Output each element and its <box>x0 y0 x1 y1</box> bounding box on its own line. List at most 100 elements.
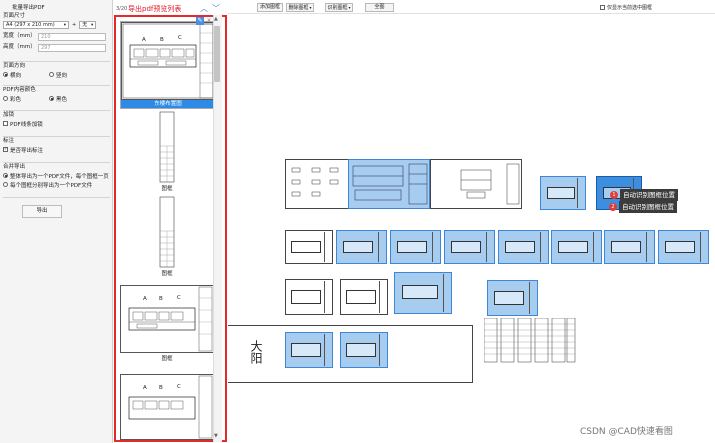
radio-checked-icon <box>3 72 8 77</box>
pdf-preview-list[interactable]: A B C 东楼布置图 图框 图框 <box>114 15 227 442</box>
plan-outline <box>291 241 321 253</box>
frame[interactable] <box>340 279 388 315</box>
merge-each-radio[interactable]: 每个图框分别导出为一个PDF文件 <box>3 181 92 189</box>
chevron-down-icon[interactable]: ﹀ <box>212 4 220 13</box>
radio-icon <box>3 96 8 101</box>
edit-icon[interactable]: ✎ <box>196 17 204 25</box>
auto-detect-tooltip-2: 自动识别图框位置 <box>619 201 677 213</box>
delete-frame-label: 删除图框 <box>288 5 309 11</box>
chevron-down-icon: ▾ <box>90 22 94 28</box>
thumb-item[interactable]: 图框 <box>120 110 214 194</box>
annotation-option-label: 是否导出标注 <box>10 147 44 154</box>
delete-frame-button[interactable]: 删除图框▾ <box>286 3 314 12</box>
frame[interactable] <box>285 332 333 368</box>
title-block <box>379 334 386 366</box>
paper-size-value: A4 (297 x 210 mm) <box>6 21 55 28</box>
orientation-portrait-radio[interactable]: 竖向 <box>49 71 67 79</box>
toolbar: 添加图框 删除图框▾ 识别图框▾ 全图 仅显示当前选中图框 <box>228 0 715 14</box>
color-section: PDF内容颜色 彩色 黑色 <box>3 87 110 103</box>
frame[interactable] <box>444 230 495 264</box>
frame[interactable] <box>487 280 538 316</box>
only-selected-label: 仅显示当前选中图框 <box>607 5 653 11</box>
thumb-item[interactable]: A B C 东楼布置图 <box>120 21 215 109</box>
export-button[interactable]: 导出 <box>22 205 62 218</box>
title-block <box>593 232 600 262</box>
scroll-down-icon[interactable]: ▼ <box>214 433 218 439</box>
radio-checked-icon <box>3 173 8 178</box>
plan-letter-c: C <box>177 384 181 390</box>
page-counter: 3/20 <box>116 6 128 12</box>
width-input[interactable]: 210 <box>38 32 106 41</box>
encrypt-option-label: PDF线条加锁 <box>10 121 43 128</box>
thumb-item[interactable]: A B C <box>120 374 214 440</box>
detect-frame-button[interactable]: 识别图框▾ <box>325 3 353 12</box>
thumb-caption: 图框 <box>161 356 173 362</box>
title-block <box>443 274 450 312</box>
plan-outline <box>346 343 376 357</box>
encrypt-section: 加锁 PDF线条加锁 <box>3 112 110 128</box>
frame[interactable] <box>604 230 655 264</box>
title-block <box>379 281 386 313</box>
delete-icon[interactable]: ✕ <box>206 17 212 24</box>
frame[interactable] <box>430 159 522 209</box>
fit-all-button[interactable]: 全图 <box>365 3 394 12</box>
title-block <box>577 178 584 208</box>
schedule-tables <box>484 318 576 363</box>
frame[interactable] <box>285 159 350 209</box>
thumb-caption: 东楼布置图 <box>121 100 215 108</box>
merge-all-label: 整体导出为一个PDF文件，每个图框一页 <box>10 173 109 180</box>
height-label: 高度（mm） <box>3 44 36 50</box>
thumb-item[interactable]: 图框 <box>120 195 214 279</box>
annotation-checkbox[interactable]: ✓ 是否导出标注 <box>3 146 43 154</box>
merge-all-radio[interactable]: 整体导出为一个PDF文件，每个图框一页 <box>3 172 109 180</box>
frame-selected[interactable] <box>348 159 430 209</box>
frame[interactable] <box>285 230 333 264</box>
preview-list-caption: 导出pdf预览列表 <box>128 5 182 13</box>
color-black-radio[interactable]: 黑色 <box>49 95 67 103</box>
color-color-radio[interactable]: 彩色 <box>3 95 21 103</box>
plan-letter-c: C <box>177 295 181 301</box>
frame[interactable] <box>285 279 333 315</box>
scrollbar-track[interactable] <box>213 15 222 442</box>
only-selected-checkbox[interactable]: 仅显示当前选中图框 <box>600 4 652 11</box>
frame[interactable] <box>658 230 709 264</box>
orientation-portrait-label: 竖向 <box>56 72 68 79</box>
height-input[interactable]: 297 <box>38 43 106 52</box>
title-block <box>540 232 547 262</box>
paper-extra-select[interactable]: 无 ▾ <box>79 20 97 29</box>
add-frame-button[interactable]: 添加图框 <box>257 3 283 12</box>
chevron-up-icon[interactable]: ︿ <box>200 4 208 13</box>
frame[interactable] <box>340 332 388 368</box>
orientation-landscape-radio[interactable]: 横向 <box>3 71 21 79</box>
thumb-page <box>120 110 214 184</box>
scroll-up-icon[interactable]: ▲ <box>214 16 218 22</box>
drawing-canvas[interactable]: 大阳 1 自动识别图框位置 2 自动识别图框位置 <box>228 14 715 443</box>
merge-section: 合并导出 整体导出为一个PDF文件，每个图框一页 每个图框分别导出为一个PDF文… <box>3 164 110 189</box>
detect-frame-label: 识别图框 <box>327 5 348 11</box>
plan-letter-b: B <box>159 385 163 391</box>
encrypt-checkbox[interactable]: PDF线条加锁 <box>3 120 43 128</box>
frame[interactable] <box>394 272 452 314</box>
encrypt-label: 加锁 <box>3 112 15 118</box>
scrollbar-thumb[interactable] <box>214 26 220 82</box>
thumb-item[interactable]: A B C 图框 <box>120 285 214 369</box>
width-label: 宽度（mm） <box>3 33 36 39</box>
frame[interactable] <box>390 230 441 264</box>
panel-title: 批量导出PDF <box>12 5 45 11</box>
plan-outline <box>291 343 321 357</box>
frame[interactable] <box>551 230 602 264</box>
frame[interactable] <box>498 230 549 264</box>
color-color-label: 彩色 <box>10 96 22 103</box>
paper-size-select[interactable]: A4 (297 x 210 mm) ▾ <box>3 20 69 29</box>
orientation-landscape-label: 横向 <box>10 72 22 79</box>
watermark: CSDN @CAD快速看图 <box>580 427 673 437</box>
auto-detect-tooltip-1: 自动识别图框位置 <box>620 189 678 201</box>
radio-icon <box>3 182 8 187</box>
export-settings-panel: 批量导出PDF 页面尺寸 A4 (297 x 210 mm) ▾ + 无 ▾ 宽… <box>0 0 113 443</box>
thumb-page: A B C <box>121 22 215 100</box>
add-frame-label: 添加图框 <box>259 4 280 10</box>
frame[interactable] <box>336 230 387 264</box>
frame[interactable] <box>540 176 586 210</box>
radio-checked-icon <box>49 96 55 101</box>
title-block <box>324 232 331 262</box>
